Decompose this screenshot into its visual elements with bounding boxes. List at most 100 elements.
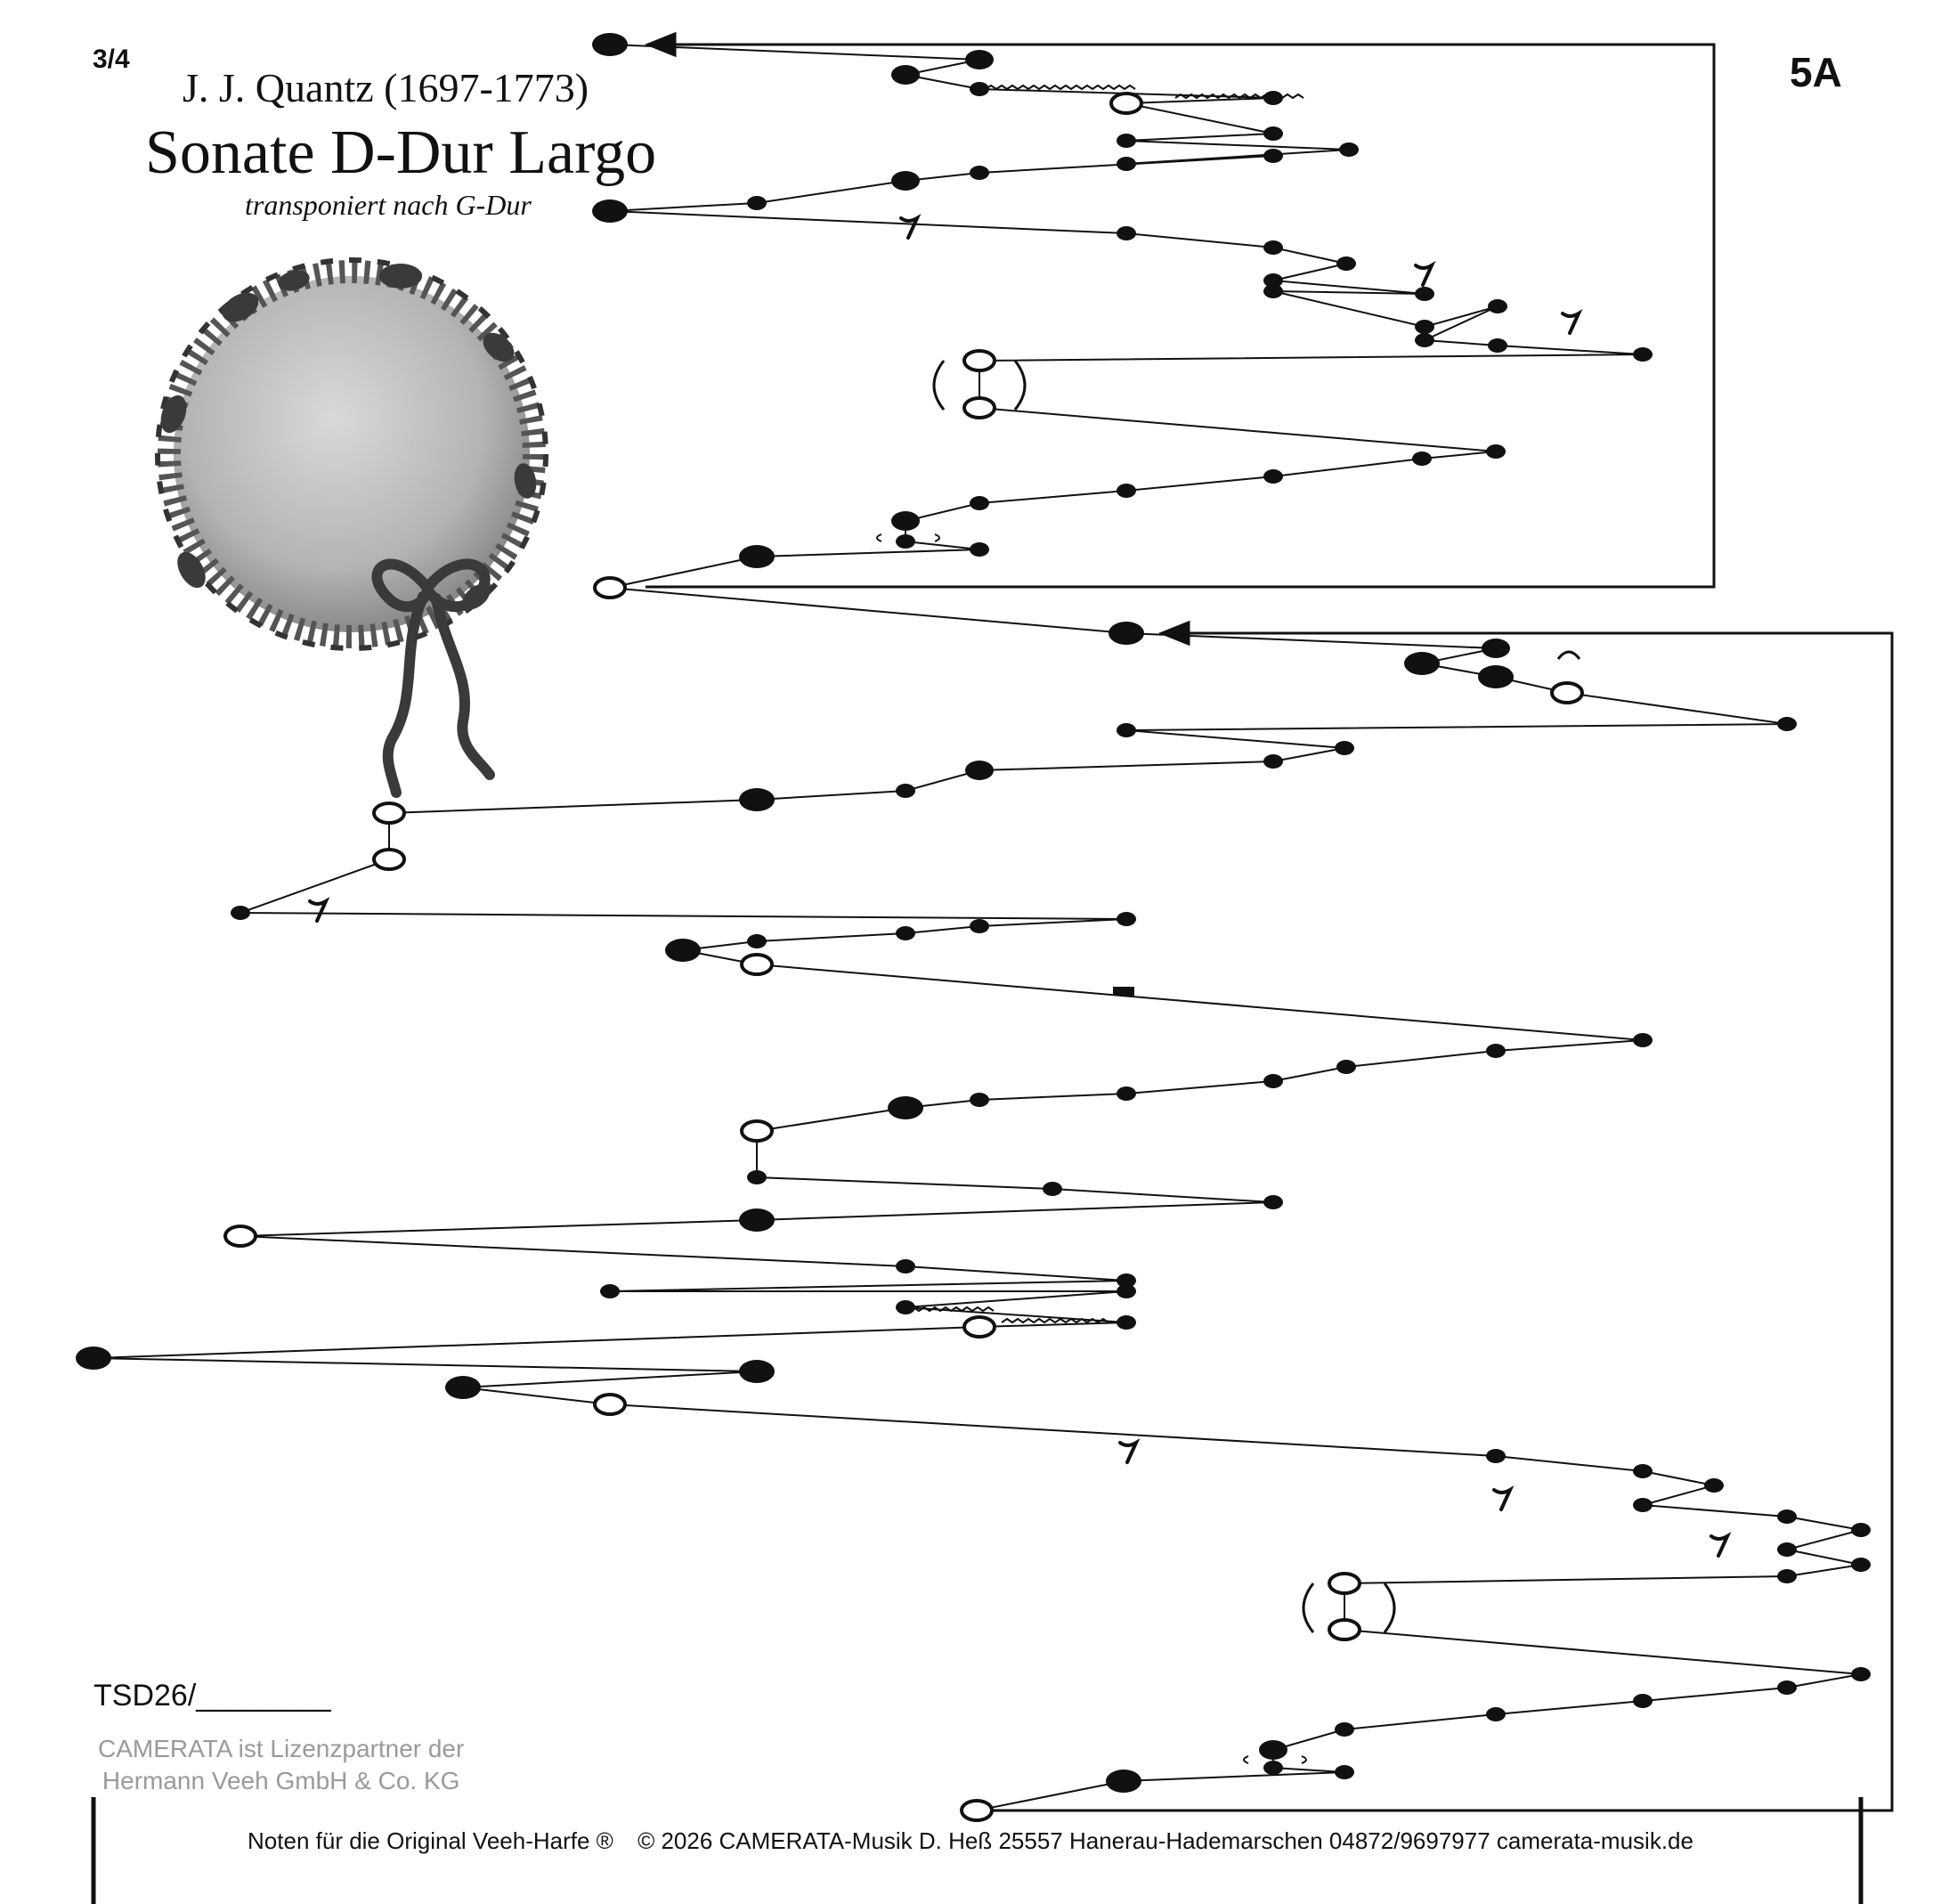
note: [1335, 741, 1354, 755]
repeat-arrow-2: [1157, 620, 1190, 647]
half-note: [1328, 1618, 1361, 1641]
note: [1259, 1740, 1287, 1760]
note: [1335, 1722, 1354, 1737]
note: [1043, 1182, 1062, 1196]
half-note: [223, 1225, 257, 1248]
note: [970, 496, 989, 510]
half-note: [593, 576, 627, 599]
note: [1486, 1044, 1506, 1058]
note: [231, 906, 250, 920]
piece-subtitle: transponiert nach G-Dur: [245, 189, 532, 221]
note: [592, 33, 628, 56]
note: [1704, 1478, 1724, 1493]
license-line-1: CAMERATA ist Lizenzpartner der: [98, 1735, 465, 1762]
note: [1633, 347, 1653, 362]
melody-path: [93, 44, 1862, 1811]
footer-line: Noten für die Original Veeh-Harfe ® © 20…: [0, 1827, 1941, 1855]
note: [1851, 1558, 1871, 1572]
note: [1106, 1770, 1141, 1793]
note: [1777, 717, 1797, 731]
wreath-with-bow-icon: [155, 257, 548, 798]
note: [1777, 1509, 1797, 1524]
note: [965, 50, 994, 69]
note: [1109, 622, 1144, 645]
note: [1777, 1680, 1797, 1695]
note: [1335, 1765, 1354, 1779]
half-note: [593, 1393, 627, 1416]
note: [891, 511, 920, 531]
note: [1851, 1667, 1871, 1681]
note: [1117, 1284, 1136, 1298]
note: [665, 939, 701, 962]
half-note: [740, 1119, 774, 1143]
rest-4: [308, 896, 330, 923]
note: [1777, 1569, 1797, 1583]
note: [592, 199, 628, 223]
note: [970, 166, 989, 180]
sheet-code: 5A: [1790, 49, 1842, 95]
note: [1263, 1195, 1283, 1209]
note: [891, 65, 920, 85]
note: [1117, 723, 1136, 737]
note: [1478, 665, 1514, 688]
note: [1117, 157, 1136, 171]
note: [1117, 484, 1136, 498]
ornament-1: [876, 533, 940, 542]
trill-2: [1174, 93, 1304, 100]
note: [1415, 320, 1434, 334]
note: [1263, 91, 1283, 105]
note: [1488, 299, 1507, 313]
ornament-2: [1243, 1755, 1307, 1764]
note: [1263, 1074, 1283, 1088]
piece-title: Sonate D-Dur Largo: [145, 118, 657, 187]
note: [896, 534, 915, 549]
note: [1339, 142, 1359, 157]
half-note: [960, 1799, 994, 1822]
copyright-notice: © 2026 CAMERATA-Musik D. Heß 25557 Haner…: [638, 1827, 1693, 1854]
trill-1: [974, 84, 1136, 91]
bracket-1: [932, 360, 1027, 411]
note: [1117, 912, 1136, 926]
note: [747, 196, 767, 210]
note: [1263, 126, 1283, 141]
repeat-bracket-1: [646, 43, 1716, 589]
note: [739, 545, 775, 568]
half-note: [962, 349, 996, 372]
note: [896, 784, 915, 798]
repeat-bracket-2: [975, 631, 1894, 1812]
rest-1: [899, 213, 922, 240]
note: [1263, 240, 1283, 255]
half-note: [1550, 681, 1584, 704]
half-note: [1328, 1572, 1361, 1595]
note: [1263, 284, 1283, 298]
half-note: [962, 396, 996, 419]
note: [896, 1300, 915, 1314]
note: [970, 919, 989, 933]
note: [970, 82, 989, 96]
fermata: [1556, 650, 1581, 660]
note: [1777, 1542, 1797, 1557]
rest-5: [1118, 1437, 1141, 1464]
note: [1117, 1315, 1136, 1330]
note: [1482, 639, 1510, 658]
license-line-2: Hermann Veeh GmbH & Co. KG: [102, 1767, 460, 1794]
trill-3: [907, 1306, 995, 1313]
note: [1486, 1449, 1506, 1463]
note: [1633, 1694, 1653, 1708]
note: [739, 1208, 775, 1232]
note: [1415, 287, 1434, 301]
note: [970, 542, 989, 557]
bracket-2: [1302, 1583, 1396, 1633]
rest-2: [1414, 260, 1436, 287]
note: [970, 1093, 989, 1107]
rest-7: [1710, 1531, 1732, 1558]
note: [888, 1096, 923, 1119]
note: [1851, 1523, 1871, 1537]
note: [1336, 256, 1356, 271]
half-note: [740, 953, 774, 976]
note: [1488, 338, 1507, 353]
note: [896, 1259, 915, 1273]
order-code: TSD26/________: [93, 1679, 331, 1713]
note: [1336, 1060, 1356, 1074]
